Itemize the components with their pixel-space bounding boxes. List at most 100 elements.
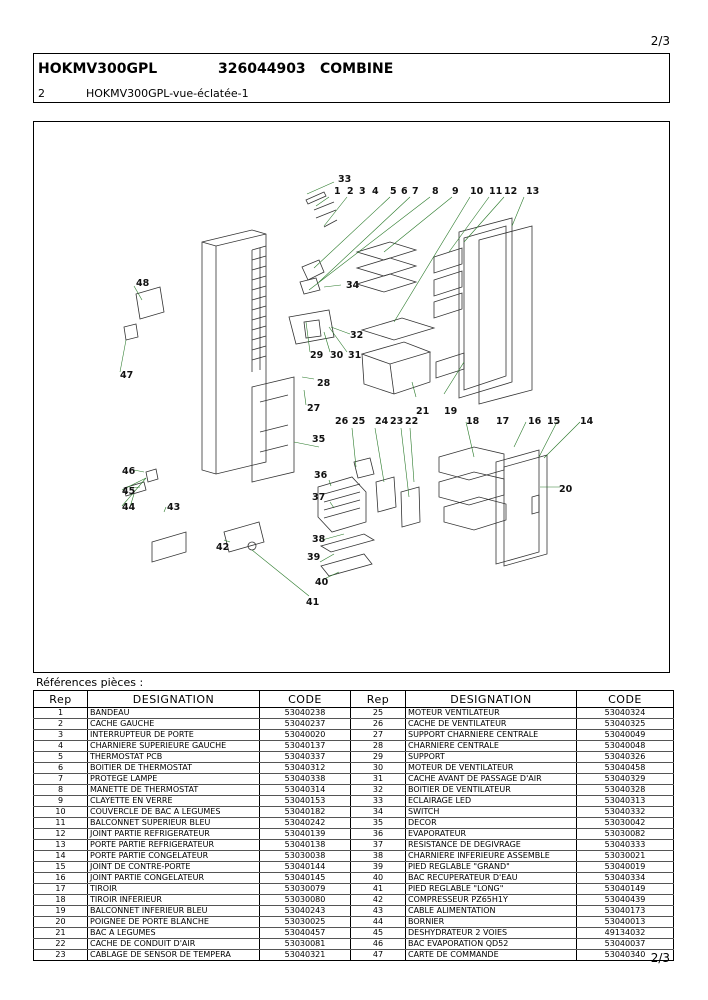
- callout-20: 20: [559, 484, 573, 495]
- cell-code-left: 53030080: [259, 894, 351, 906]
- cell-rep-left: 15: [33, 861, 88, 873]
- callout-48: 48: [136, 278, 150, 289]
- cell-designation-right: CARTE DE COMMANDE: [405, 949, 577, 961]
- cell-rep-right: 32: [350, 784, 406, 796]
- cell-designation-right: SUPPORT CHARNIERE CENTRALE: [405, 729, 577, 741]
- callout-46: 46: [122, 466, 136, 477]
- cell-designation-right: CHARNIERE CENTRALE: [405, 740, 577, 752]
- cell-code-left: 53040238: [259, 707, 351, 719]
- cell-code-left: 53030079: [259, 883, 351, 895]
- cell-designation-left: BALCONNET INFERIEUR BLEU: [87, 905, 260, 917]
- cell-code-right: 53040340: [576, 949, 674, 961]
- cell-designation-right: MOTEUR DE VENTILATEUR: [405, 762, 577, 774]
- cell-designation-right: PIED REGLABLE "LONG": [405, 883, 577, 895]
- cell-rep-right: 34: [350, 806, 406, 818]
- cell-designation-right: CACHE DE VENTILATEUR: [405, 718, 577, 730]
- cell-rep-right: 35: [350, 817, 406, 829]
- callout-31: 31: [348, 350, 361, 361]
- callout-13: 13: [526, 186, 539, 197]
- view-name: HOKMV300GPL-vue-éclatée-1: [86, 87, 249, 100]
- cell-rep-left: 14: [33, 850, 88, 862]
- cell-code-right: 53040324: [576, 707, 674, 719]
- callout-3: 3: [359, 186, 366, 197]
- cell-code-left: 53040153: [259, 795, 351, 807]
- cell-code-right: 53040326: [576, 751, 674, 763]
- cell-code-left: 53040182: [259, 806, 351, 818]
- cell-designation-left: BOITIER DE THERMOSTAT: [87, 762, 260, 774]
- cell-rep-left: 2: [33, 718, 88, 730]
- cell-rep-right: 41: [350, 883, 406, 895]
- callout-42: 42: [216, 542, 229, 553]
- cell-rep-left: 1: [33, 707, 88, 719]
- cell-rep-left: 7: [33, 773, 88, 785]
- cell-code-right: 53040458: [576, 762, 674, 774]
- cell-rep-right: 43: [350, 905, 406, 917]
- cell-designation-right: DECOR: [405, 817, 577, 829]
- callout-37: 37: [312, 492, 325, 503]
- cell-rep-left: 18: [33, 894, 88, 906]
- callout-11: 11: [489, 186, 502, 197]
- cell-code-left: 53040145: [259, 872, 351, 884]
- cell-code-right: 49134032: [576, 927, 674, 939]
- cell-designation-left: PORTE PARTIE CONGELATEUR: [87, 850, 260, 862]
- cell-designation-right: RESISTANCE DE DEGIVRAGE: [405, 839, 577, 851]
- cell-code-right: 53030042: [576, 817, 674, 829]
- cell-designation-right: SUPPORT: [405, 751, 577, 763]
- cell-code-right: 53040149: [576, 883, 674, 895]
- callout-16: 16: [528, 416, 542, 427]
- cell-designation-left: MANETTE DE THERMOSTAT: [87, 784, 260, 796]
- cell-rep-left: 17: [33, 883, 88, 895]
- cell-code-right: 53040325: [576, 718, 674, 730]
- cell-rep-left: 20: [33, 916, 88, 928]
- model-type: COMBINE: [320, 61, 394, 77]
- callout-30: 30: [330, 350, 344, 361]
- leader-lines: [119, 181, 581, 597]
- callout-24: 24: [375, 416, 389, 427]
- cell-code-left: 53040139: [259, 828, 351, 840]
- cell-code-right: 53040173: [576, 905, 674, 917]
- cell-rep-right: 25: [350, 707, 406, 719]
- cell-code-left: 53040312: [259, 762, 351, 774]
- cell-code-left: 53040242: [259, 817, 351, 829]
- cell-code-right: 53040037: [576, 938, 674, 950]
- callout-44: 44: [122, 502, 136, 513]
- cell-designation-left: JOINT PARTIE REFRIGERATEUR: [87, 828, 260, 840]
- cell-code-right: 53040049: [576, 729, 674, 741]
- cell-code-left: 53040321: [259, 949, 351, 961]
- col-header-code-right: CODE: [576, 690, 674, 708]
- cell-rep-left: 10: [33, 806, 88, 818]
- cell-rep-right: 28: [350, 740, 406, 752]
- cell-designation-right: PIED REGLABLE "GRAND": [405, 861, 577, 873]
- cell-designation-left: THERMOSTAT PCB: [87, 751, 260, 763]
- callout-27: 27: [307, 403, 320, 414]
- cell-rep-left: 12: [33, 828, 88, 840]
- cabinet-body-shape: [201, 229, 267, 475]
- cell-designation-left: POIGNEE DE PORTE BLANCHE: [87, 916, 260, 928]
- cell-rep-left: 21: [33, 927, 88, 939]
- cell-rep-right: 38: [350, 850, 406, 862]
- callout-4: 4: [372, 186, 379, 197]
- cell-rep-right: 47: [350, 949, 406, 961]
- cell-code-left: 53040137: [259, 740, 351, 752]
- cell-designation-right: MOTEUR VENTILATEUR: [405, 707, 577, 719]
- cell-code-left: 53040314: [259, 784, 351, 796]
- cell-designation-left: TIROIR INFERIEUR: [87, 894, 260, 906]
- cell-rep-right: 33: [350, 795, 406, 807]
- cell-code-left: 53040337: [259, 751, 351, 763]
- cell-code-right: 53040329: [576, 773, 674, 785]
- col-header-designation-right: DESIGNATION: [405, 690, 577, 708]
- page-indicator-top: 2/3: [650, 34, 670, 48]
- callout-12: 12: [504, 186, 517, 197]
